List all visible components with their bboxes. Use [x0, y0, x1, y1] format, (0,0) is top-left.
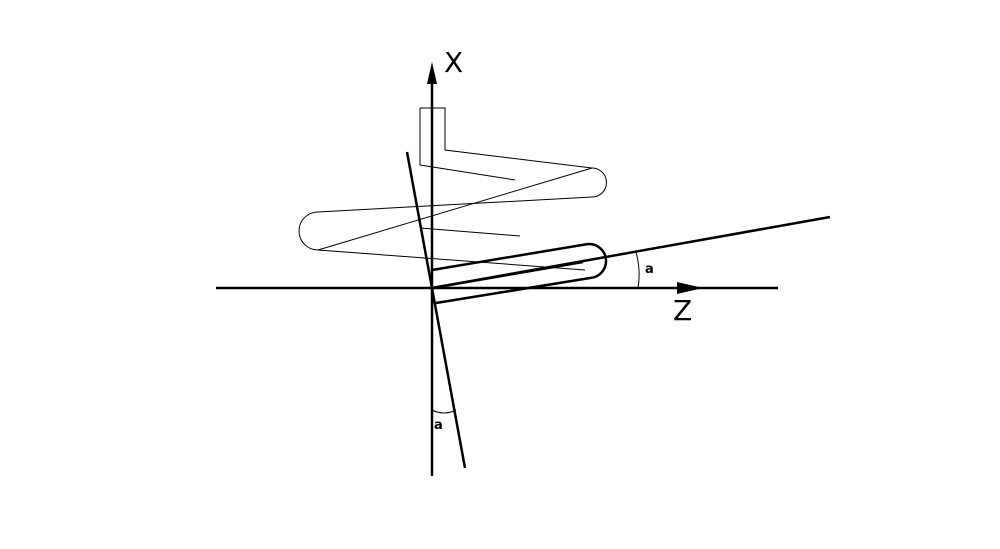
horizontal-angle-arc [635, 251, 640, 289]
x-axis-arrowhead [427, 62, 437, 84]
helix-thick-loop [431, 242, 608, 305]
z-axis-arrowhead [677, 282, 703, 294]
tilted-vertical-line [405, 151, 467, 469]
helix-thin-outline [298, 107, 607, 271]
x-axis-label: X [444, 46, 463, 79]
z-axis-label: Z [673, 294, 692, 327]
vertical-angle-arc [431, 409, 457, 414]
vertical-angle-label: a [434, 418, 443, 433]
horizontal-angle-label: a [645, 262, 654, 277]
